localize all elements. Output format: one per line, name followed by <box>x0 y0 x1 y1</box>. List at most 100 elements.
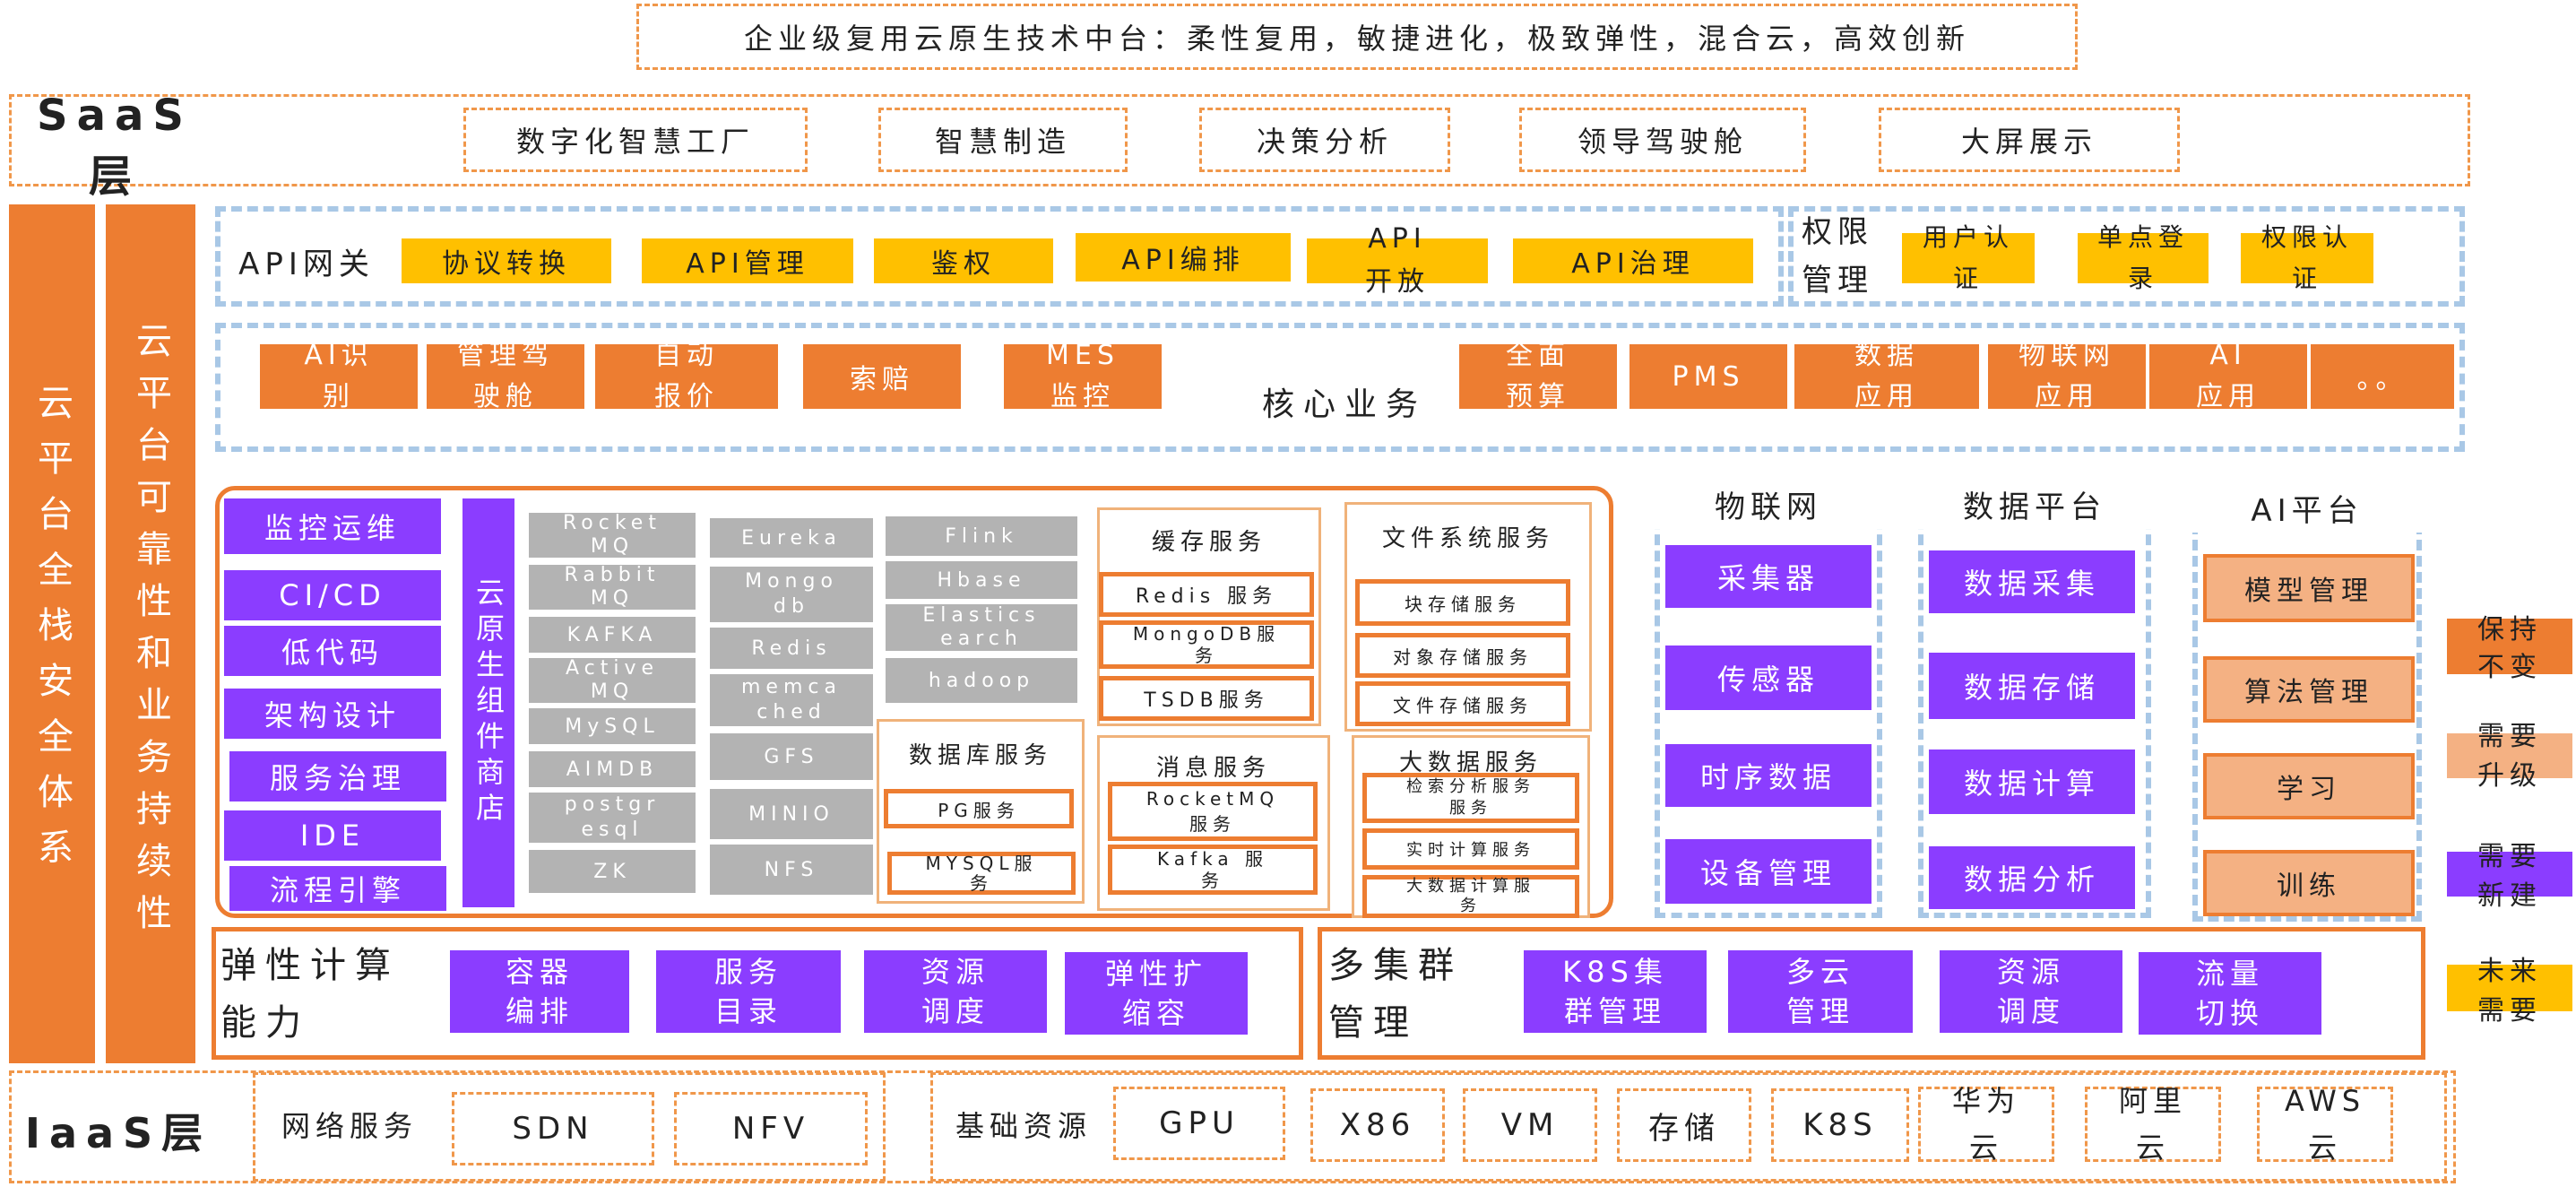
component-item: Elastics earch <box>886 604 1077 651</box>
component-item: Mongo db <box>710 567 873 622</box>
base-item: X86 <box>1310 1088 1445 1162</box>
core-item: PMS <box>1629 344 1787 409</box>
multi-cluster-item: 多云 管理 <box>1728 950 1913 1033</box>
multi-cluster-label: 多集群 管理 <box>1328 945 1463 1044</box>
file-service-title: 文件系统服务 <box>1381 524 1554 552</box>
core-item: AI 应用 <box>2149 340 2307 412</box>
data-platform-title: 数据平台 <box>1918 479 2151 529</box>
bigdata-service-item: 检索分析服务 服务 <box>1362 773 1579 823</box>
core-item: 。。 <box>2311 344 2454 409</box>
security-column: 云平台全栈安全体系 <box>9 204 95 1063</box>
iot-item: 传感器 <box>1665 645 1871 710</box>
msg-service-item: RocketMQ 服务 <box>1108 782 1318 841</box>
component-item: ZK <box>529 850 696 893</box>
core-item: AI识 别 <box>260 340 418 412</box>
saas-item: 数字化智慧工厂 <box>463 108 808 172</box>
legend-swatch <box>2447 733 2572 778</box>
iot-item: 采集器 <box>1665 545 1871 608</box>
elastic-item: 服务 目录 <box>656 950 841 1033</box>
base-item: GPU <box>1113 1087 1285 1160</box>
permission-section <box>1788 206 2465 307</box>
core-item: 自动 报价 <box>595 340 778 412</box>
legend-label: 保持 不变 <box>2477 614 2542 683</box>
ai-platform-item: 算法管理 <box>2203 656 2415 723</box>
base-resources-label: 基础资源 <box>955 1109 1092 1143</box>
saas-label: SaaS层 <box>37 91 193 202</box>
api-item: API 开放 <box>1307 223 1488 298</box>
multi-cluster-item: K8S集 群管理 <box>1524 950 1707 1033</box>
bigdata-service-title: 大数据服务 <box>1398 749 1543 776</box>
legend-label: 需要 升级 <box>2477 721 2542 792</box>
multi-cluster-item: 资源 调度 <box>1940 950 2122 1033</box>
component-item: Active MQ <box>529 657 696 703</box>
network-services-label: 网络服务 <box>281 1109 418 1143</box>
file-service-item: 文件存储服务 <box>1355 681 1570 726</box>
base-item: VM <box>1463 1088 1597 1162</box>
permission-item: 用户认 证 <box>1902 222 2035 293</box>
ai-platform-title: AI平台 <box>2192 482 2422 533</box>
legend-swatch <box>2447 619 2572 674</box>
component-item: KAFKA <box>529 617 696 653</box>
api-item: 协议转换 <box>402 238 611 283</box>
db-service-item: PG服务 <box>884 789 1074 828</box>
core-business-section <box>215 323 2465 452</box>
component-item: MySQL <box>529 708 696 744</box>
elastic-compute-section <box>212 927 1303 1060</box>
legend-swatch <box>2447 965 2572 1011</box>
elastic-item: 弹性扩 缩容 <box>1065 952 1248 1035</box>
component-item: hadoop <box>886 658 1077 703</box>
core-item: 管理驾 驶舱 <box>427 340 584 412</box>
cache-service-title: 缓存服务 <box>1151 528 1266 556</box>
network-services <box>253 1072 886 1182</box>
iot-item: 设备管理 <box>1665 839 1871 904</box>
core-item: 索赔 <box>803 344 961 409</box>
iaas-layer <box>9 1070 2456 1183</box>
ai-platform-item: 学习 <box>2203 753 2415 819</box>
page-title: 企业级复用云原生技术中台：柔性复用，敏捷进化，极致弹性，混合云，高效创新 <box>636 4 2078 70</box>
base-item: AWS 云 <box>2257 1084 2393 1165</box>
file-service-item: 块存储服务 <box>1355 579 1570 626</box>
iaas-label: IaaS层 <box>24 1109 212 1157</box>
legend-label: 需要 新建 <box>2477 841 2542 912</box>
multi-cluster-section <box>1318 927 2425 1060</box>
api-gateway-section <box>215 206 1784 307</box>
devops-item: 流程引擎 <box>229 866 446 911</box>
cache-service-item: Redis 服务 <box>1099 572 1314 617</box>
data-platform-item: 数据计算 <box>1929 749 2135 814</box>
saas-item: 智慧制造 <box>878 108 1128 172</box>
base-item: K8S <box>1771 1088 1909 1162</box>
permission-item: 权限认 证 <box>2241 222 2373 293</box>
legend: 保持 不变 需要 升级 需要 新建 未来 需要 <box>2438 610 2572 1031</box>
iot-title: 物联网 <box>1655 479 1882 529</box>
devops-item: 监控运维 <box>224 498 441 554</box>
data-platform-item: 数据存储 <box>1929 653 2135 719</box>
elastic-compute-label: 弹性计算 能力 <box>220 945 400 1044</box>
api-item: API治理 <box>1513 238 1753 283</box>
base-item: 存储 <box>1617 1088 1751 1162</box>
devops-item: 低代码 <box>224 626 441 676</box>
base-resources <box>930 1072 2447 1182</box>
db-service-item: MYSQL服 务 <box>887 852 1076 895</box>
network-item: SDN <box>452 1092 654 1165</box>
component-item: memca ched <box>710 674 873 726</box>
elastic-item: 资源 调度 <box>864 950 1047 1033</box>
component-item: Hbase <box>886 561 1077 599</box>
component-item: postgr esql <box>529 793 696 843</box>
permission-item: 单点登 录 <box>2078 222 2209 293</box>
api-item: API编排 <box>1076 233 1291 282</box>
core-item: 全面 预算 <box>1459 340 1617 412</box>
base-item: 阿里 云 <box>2085 1084 2221 1165</box>
bigdata-service-item: 大数据计算服 务 <box>1362 875 1579 918</box>
component-item: Rabbit MQ <box>529 564 696 610</box>
devops-item: 服务治理 <box>229 751 446 801</box>
api-item: 鉴权 <box>874 238 1053 283</box>
cloud-native-block <box>215 486 1613 918</box>
title-text: 企业级复用云原生技术中台：柔性复用，敏捷进化，极致弹性，混合云，高效创新 <box>743 22 1970 56</box>
cache-service-item: TSDB服务 <box>1099 676 1314 721</box>
ai-platform-item: 模型管理 <box>2203 554 2415 622</box>
component-item: Flink <box>886 516 1077 556</box>
data-platform-item: 数据分析 <box>1929 846 2135 909</box>
saas-item: 决策分析 <box>1199 108 1450 172</box>
devops-item: IDE <box>224 810 441 861</box>
component-item: AIMDB <box>529 751 696 787</box>
